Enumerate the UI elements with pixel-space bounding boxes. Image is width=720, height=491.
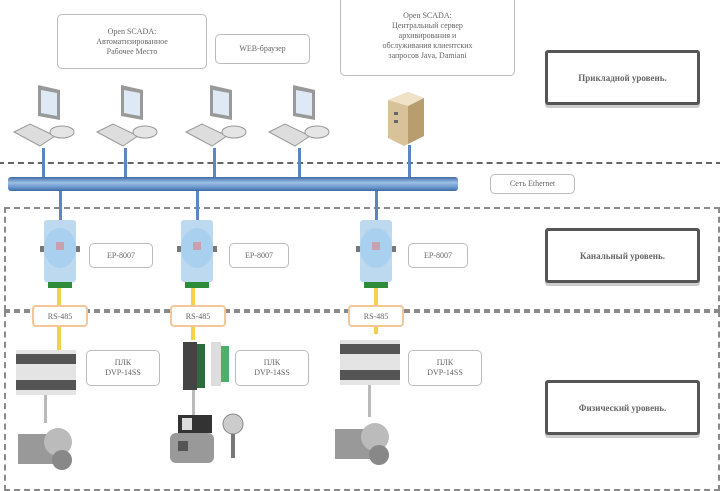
gateway-label-text: EP-8007 (245, 250, 273, 260)
arm-label-line: Open SCADA: (107, 26, 157, 36)
computer-icon (12, 85, 75, 147)
gateway-label: EP-8007 (229, 243, 289, 268)
server-label-line: архивирования и (398, 31, 457, 40)
web-browser-text: WEB-браузер (239, 44, 286, 53)
plc-icon (340, 340, 400, 385)
plc-icon (16, 350, 76, 395)
rs485-label: RS-485 (348, 305, 404, 327)
ethernet-link (42, 148, 45, 178)
field-link (192, 390, 195, 420)
plc-label-line: DVP-14SS (254, 368, 290, 377)
application-level-label: Прикладной уровень. (545, 50, 700, 105)
plc-label-line: ПЛК (436, 358, 454, 367)
ethernet-link (375, 191, 378, 221)
physical-level-text: Физический уровень. (578, 402, 667, 413)
ethernet-link (196, 191, 199, 221)
application-layer-frame (0, 0, 720, 164)
ethernet-link (59, 191, 62, 221)
web-browser-label: WEB-браузер (215, 34, 310, 64)
gateway-label: EP-8007 (89, 243, 153, 268)
converter-module-icon (177, 220, 217, 288)
gateway-label-text: EP-8007 (424, 250, 452, 260)
gateway-label-text: EP-8007 (107, 250, 135, 260)
server-label-line: запросов Java, Damiani (388, 51, 467, 60)
server-icon (388, 92, 424, 146)
arm-label-line: Рабочее Место (106, 46, 158, 56)
application-level-text: Прикладной уровень. (578, 72, 667, 83)
motor-icon (335, 423, 389, 465)
ethernet-link (408, 145, 411, 178)
ethernet-label: Сеть Ethernet (490, 174, 575, 194)
plc-label-line: DVP-14SS (105, 368, 141, 377)
ethernet-label-text: Сеть Ethernet (509, 179, 556, 188)
field-link (44, 395, 47, 423)
converter-module-icon (40, 220, 80, 288)
plc-label-line: DVP-14SS (427, 368, 463, 377)
ethernet-bus (8, 177, 458, 191)
plc-label-line: ПЛК (114, 358, 132, 367)
plc-label-line: ПЛК (263, 358, 281, 367)
physical-level-label: Физический уровень. (545, 380, 700, 435)
channel-level-label: Канальный уровень. (545, 228, 700, 283)
motor-icon (170, 415, 214, 463)
computer-icon (267, 85, 330, 147)
rs485-label-text: RS-485 (185, 311, 211, 321)
rs485-label-text: RS-485 (47, 311, 73, 321)
rs485-label-text: RS-485 (363, 311, 389, 321)
sensor-icon (222, 413, 244, 458)
computer-icon (95, 85, 158, 147)
server-label-line: Open SCADA: (403, 11, 452, 20)
converter-module-icon (356, 220, 396, 288)
arm-label: Open SCADA: Автоматизированное Рабочее М… (57, 14, 207, 69)
channel-level-text: Канальный уровень. (580, 250, 665, 261)
ethernet-link (213, 148, 216, 178)
rs485-label: RS-485 (32, 305, 88, 327)
gateway-label: EP-8007 (408, 243, 468, 268)
ethernet-link (298, 148, 301, 178)
ethernet-link (124, 148, 127, 178)
server-label-line: обслуживания клиентских (382, 41, 473, 50)
rs485-label: RS-485 (170, 305, 226, 327)
field-link (368, 385, 371, 417)
computer-icon (184, 85, 247, 147)
plc-icon (183, 342, 229, 390)
server-label-line: Центральный сервер (392, 21, 463, 30)
server-label: Open SCADA: Центральный сервер архивиров… (340, 0, 515, 76)
arm-label-line: Автоматизированное (96, 36, 168, 46)
motor-icon (18, 428, 72, 470)
